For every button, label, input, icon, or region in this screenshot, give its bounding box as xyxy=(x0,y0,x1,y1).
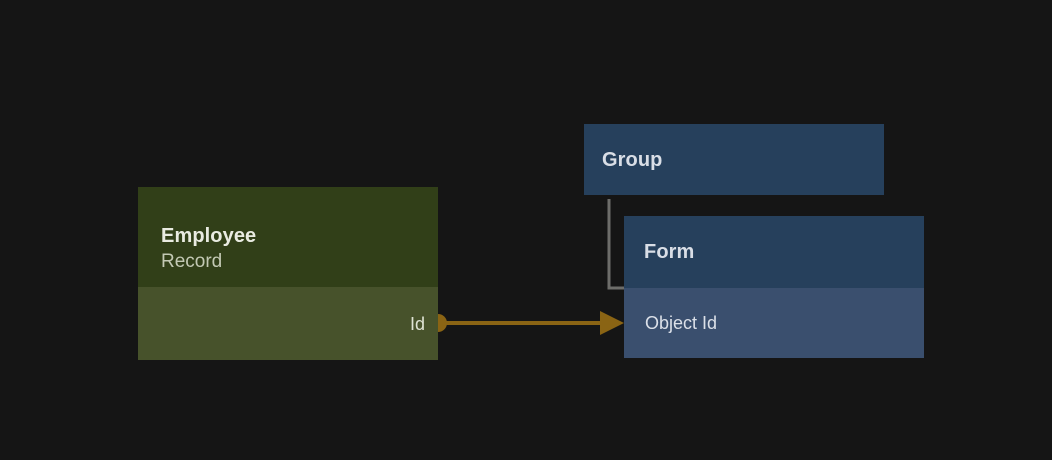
node-employee-row-id[interactable]: Id xyxy=(138,287,438,360)
edge-employee-id-to-form-object-id xyxy=(429,311,624,335)
edge-group-contains-form xyxy=(607,199,624,290)
node-form-row-object-id[interactable]: Object Id xyxy=(624,288,924,358)
node-group-title: Group xyxy=(602,148,663,171)
node-form[interactable]: Form Object Id xyxy=(624,216,924,358)
node-group-header[interactable]: Group xyxy=(584,124,884,195)
node-form-title: Form xyxy=(644,241,695,263)
node-employee-row-id-label: Id xyxy=(409,313,425,334)
node-employee-header[interactable]: Employee Record xyxy=(138,187,438,287)
node-form-header[interactable]: Form xyxy=(624,216,924,288)
node-group[interactable]: Group xyxy=(584,124,884,195)
node-form-row-object-id-label: Object Id xyxy=(645,313,718,333)
node-employee[interactable]: Employee Record Id xyxy=(138,187,438,360)
node-employee-title: Employee xyxy=(161,224,257,247)
arrow-head-icon xyxy=(600,311,624,335)
bracket-line xyxy=(607,199,624,290)
node-employee-subtitle: Record xyxy=(161,250,223,272)
